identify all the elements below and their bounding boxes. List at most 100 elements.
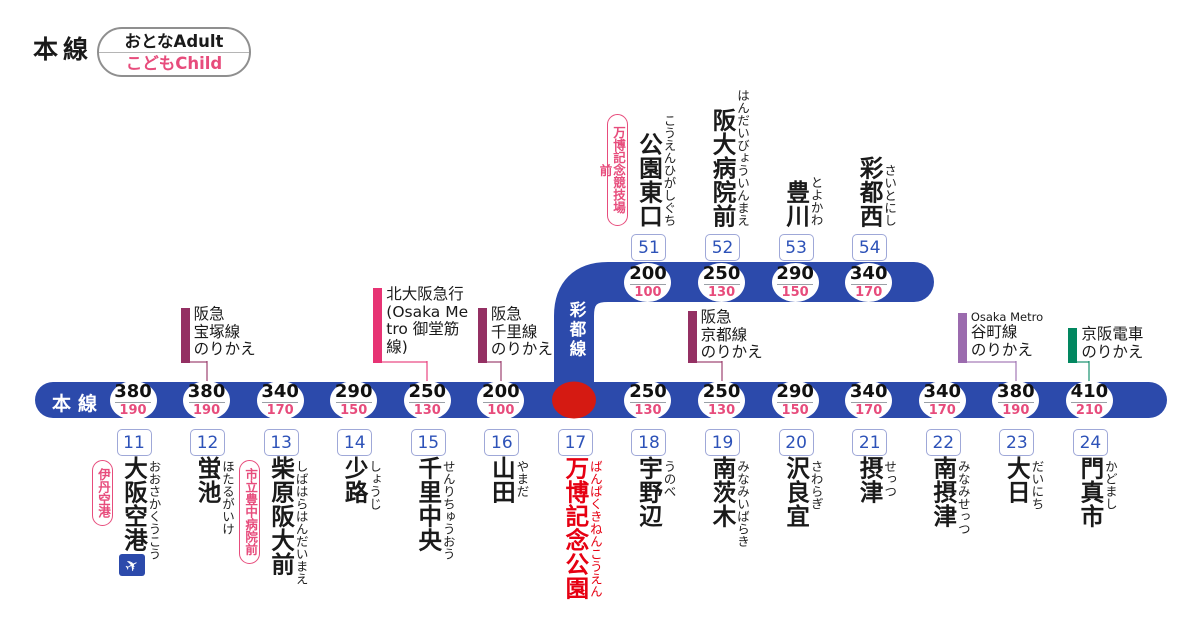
station-number: 18: [631, 429, 667, 456]
station-number: 11: [116, 429, 152, 456]
transfer-label-line: (Osaka Me: [386, 302, 469, 321]
station-name: 大阪空港: [119, 456, 148, 552]
station-name-furigana: みなみせっつ: [955, 460, 971, 535]
transfer-label-line: 阪急: [490, 305, 522, 323]
transfer-label-line: 宝塚線: [193, 322, 241, 341]
fare-divider: [1071, 402, 1108, 403]
transfer-connector-horizontal: [1077, 361, 1090, 363]
fare-divider: [629, 402, 666, 403]
transfer-label-line: 阪急: [700, 308, 732, 326]
station-number: 52: [705, 234, 741, 261]
station-name-furigana: おおさかくうこう: [146, 460, 162, 560]
fare-divider: [997, 402, 1034, 403]
station-name: 千里中央: [414, 456, 443, 552]
station-name: 万博記念公園: [561, 456, 590, 600]
transfer-connector-horizontal: [486, 361, 501, 363]
transfer-connector-vertical: [1088, 361, 1091, 384]
transfer-label-line: のりかえ: [970, 340, 1033, 359]
station-name-block: 彩都西さいとにし: [855, 156, 898, 228]
station-number: 22: [925, 429, 961, 456]
station-name: 少路: [340, 456, 369, 504]
child-fare: 130: [413, 403, 441, 418]
child-fare: 170: [266, 403, 294, 418]
transfer-line-bar: [1068, 328, 1078, 363]
station-number: 24: [1072, 429, 1108, 456]
line-title: 本線: [33, 35, 94, 64]
station-name-furigana: ほたるがいけ: [220, 460, 236, 535]
saito-line-path: [554, 262, 914, 418]
station-sub-label: 伊丹空港: [92, 460, 113, 526]
station-name-block: 大阪空港おおさかくうこう伊丹空港✈: [92, 456, 162, 577]
transfer-label: 阪急千里線のりかえ: [490, 305, 553, 359]
transfer-connector-vertical: [426, 361, 429, 384]
station-name-block: 阪大病院前はんだいびょういんまえ: [709, 88, 751, 229]
child-fare: 130: [634, 403, 662, 418]
fare-divider: [777, 284, 814, 285]
transfer-line-bar: [687, 311, 697, 363]
station-name: 彩都西: [855, 156, 884, 228]
station-name-furigana: さわらぎ: [808, 460, 824, 510]
station-name: 蛍池: [193, 456, 222, 504]
transfer-label-line: 北大阪急行: [386, 285, 464, 303]
child-fare: 100: [487, 403, 515, 418]
station-name-furigana: だいにち: [1029, 460, 1045, 510]
station-name: 南茨木: [708, 456, 737, 528]
fare-divider: [115, 402, 151, 403]
adult-fare: 250: [408, 381, 447, 402]
child-fare: 190: [119, 403, 147, 418]
station-name-furigana: せっつ: [882, 460, 898, 498]
station-number: 53: [778, 234, 814, 261]
child-fare: 170: [855, 403, 883, 418]
station-name-block: 蛍池ほたるがいけ: [193, 456, 236, 535]
station-name-block: 千里中央せんりちゅうおう: [414, 456, 456, 560]
station-name-furigana: はんだいびょういんまえ: [735, 88, 751, 227]
adult-fare: 380: [187, 381, 226, 402]
fare-divider: [924, 402, 961, 403]
station-name-furigana: こうえんひがしぐち: [661, 113, 677, 227]
station-name: 柴原阪大前: [267, 456, 296, 576]
transfer-connector-vertical: [720, 361, 723, 384]
station-name-block: 公園東口こうえんひがしぐち 万博記念競技場前: [597, 113, 677, 228]
child-fare: 210: [1075, 403, 1103, 418]
station-name-block: 宇野辺うのべ: [635, 456, 677, 528]
station-name-block: 万博記念公園ばんぱくきねんこうえん: [561, 456, 603, 600]
transfer-connector-horizontal: [966, 361, 1016, 363]
transfer-label-line: のりかえ: [193, 340, 256, 358]
adult-fare: 340: [849, 263, 888, 284]
station-number: 21: [852, 429, 888, 456]
station-name-furigana: みなみいばらき: [735, 460, 751, 548]
transfer-connector-horizontal: [382, 361, 428, 363]
station-name: 沢良宜: [782, 456, 811, 528]
station-name: 摂津: [855, 456, 884, 504]
station-sub-label: 市立豊中病院前: [239, 460, 261, 564]
transfer-line-bar: [373, 288, 383, 363]
station-name-block: 門真市かどまし: [1076, 456, 1118, 528]
main-line-label: 本線: [52, 393, 105, 415]
station-name-furigana: しばはらはんだいまえ: [293, 460, 309, 585]
fare-divider: [335, 402, 372, 403]
adult-fare: 340: [261, 381, 299, 402]
station-name-block: 豊川とよかわ: [782, 176, 824, 228]
station-name-furigana: かどまし: [1102, 460, 1118, 510]
adult-fare: 250: [702, 263, 741, 284]
fare-divider: [262, 402, 299, 403]
fare-divider: [409, 402, 446, 403]
saito-line-end-cap: [894, 262, 934, 302]
station-name-furigana: とよかわ: [808, 176, 824, 226]
highlight-station-marker: [552, 381, 596, 419]
station-sub-label: 万博記念競技場前: [597, 113, 628, 226]
transfer-label-line: のりかえ: [1081, 342, 1144, 361]
station-name-furigana: しょうじ: [367, 460, 383, 510]
fare-divider: [482, 402, 519, 403]
station-name: 公園東口: [634, 132, 663, 228]
fare-divider: [850, 402, 887, 403]
transfer-label: 阪急京都線のりかえ: [700, 308, 763, 362]
